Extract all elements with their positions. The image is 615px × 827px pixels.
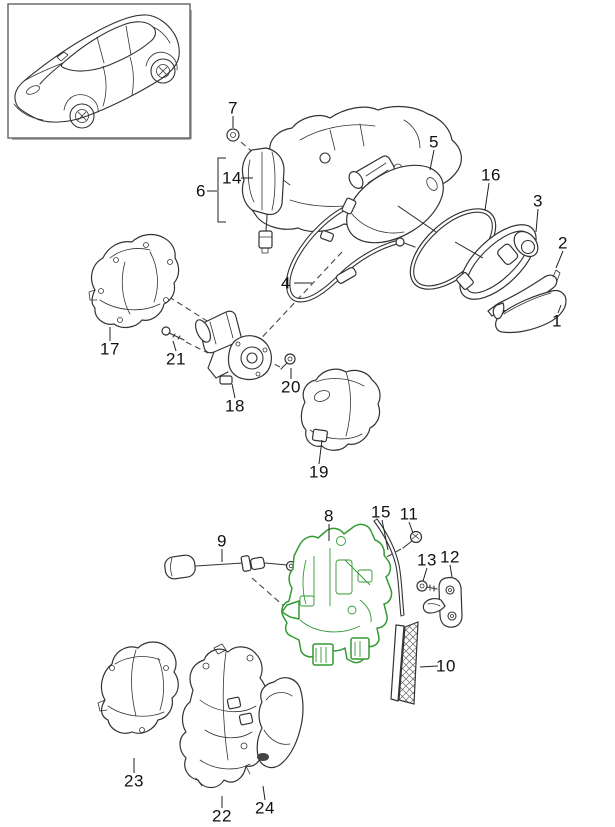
callout-10[interactable]: 10 xyxy=(436,656,456,676)
part-5-backing-plate xyxy=(346,155,444,244)
part-23-cover xyxy=(97,641,179,734)
callout-23[interactable]: 23 xyxy=(124,771,144,791)
callout-1[interactable]: 1 xyxy=(552,311,562,331)
callout-15[interactable]: 15 xyxy=(371,502,391,522)
part-9-cable xyxy=(164,554,297,580)
callout-20[interactable]: 20 xyxy=(281,377,301,397)
part-11-screw xyxy=(402,530,423,549)
part-7-nut xyxy=(226,128,240,142)
part-4-bowden-cable xyxy=(285,197,416,303)
part-10-adhesive-pad xyxy=(390,621,419,705)
car-silhouette-icon xyxy=(13,14,180,129)
callout-13[interactable]: 13 xyxy=(417,550,437,570)
part-3-handle-bracket xyxy=(456,224,539,300)
part-19-cover xyxy=(300,368,381,451)
callout-16[interactable]: 16 xyxy=(481,165,501,185)
callout-2[interactable]: 2 xyxy=(558,233,568,253)
part-12-catch-bracket xyxy=(422,576,463,628)
callout-12[interactable]: 12 xyxy=(440,547,460,567)
callout-22[interactable]: 22 xyxy=(212,806,232,826)
callout-7[interactable]: 7 xyxy=(228,98,238,118)
callout-14[interactable]: 14 xyxy=(222,168,242,188)
part-20-screw xyxy=(280,353,296,370)
callout-21[interactable]: 21 xyxy=(166,349,186,369)
callout-leader-lines xyxy=(109,116,564,808)
callout-19[interactable]: 19 xyxy=(309,462,329,482)
callout-6[interactable]: 6 xyxy=(196,181,206,201)
part-18-actuator-motor xyxy=(194,310,272,385)
callout-4[interactable]: 4 xyxy=(281,273,291,293)
callout-17[interactable]: 17 xyxy=(100,339,120,359)
part-17-cover xyxy=(88,233,180,329)
car-thumbnail xyxy=(7,3,192,140)
part-13-screw xyxy=(416,580,438,592)
part-1-handle-grip xyxy=(492,289,567,334)
callout-18[interactable]: 18 xyxy=(225,396,245,416)
callout-11[interactable]: 11 xyxy=(399,504,419,524)
callout-9[interactable]: 9 xyxy=(217,531,227,551)
callout-3[interactable]: 3 xyxy=(533,191,543,211)
part-8-door-lock-highlighted[interactable] xyxy=(281,523,393,666)
callout-8[interactable]: 8 xyxy=(324,506,334,526)
part-22-lock-housing xyxy=(179,643,271,789)
part-21-screw xyxy=(161,326,185,341)
callout-5[interactable]: 5 xyxy=(429,132,439,152)
part-24-cover xyxy=(256,677,304,769)
callout-24[interactable]: 24 xyxy=(255,798,275,818)
part-14-bracket xyxy=(241,147,285,254)
